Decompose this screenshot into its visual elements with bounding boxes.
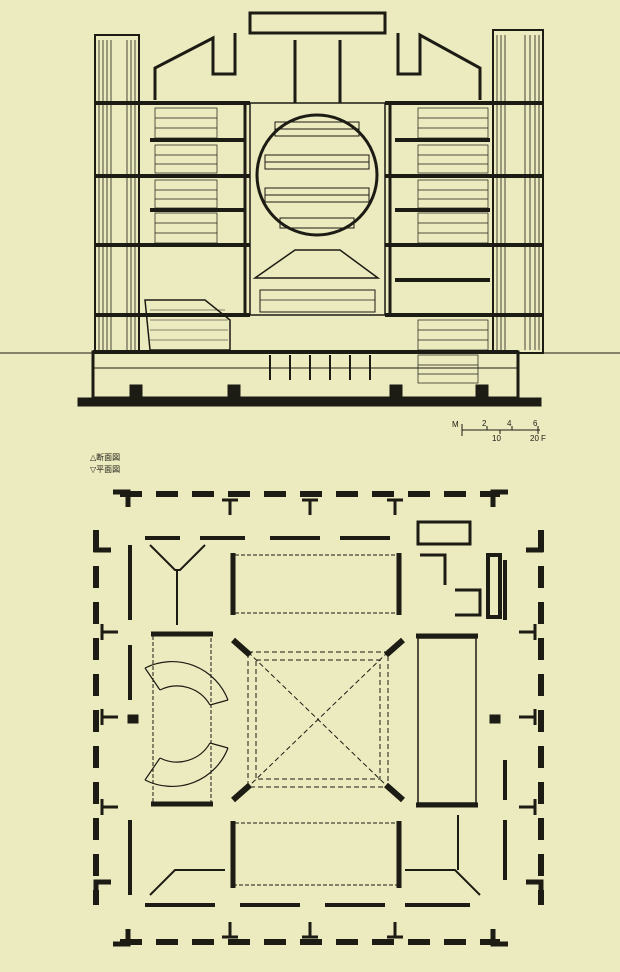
scale-tick-2: 2 <box>482 419 487 428</box>
corner-markers <box>93 489 544 947</box>
service-core <box>416 520 502 619</box>
atrium-lower-shelves <box>252 249 381 279</box>
scale-tick-10: 10 <box>492 434 501 443</box>
central-court <box>247 651 389 788</box>
ground-floor-stair <box>144 299 231 351</box>
scale-tick-6: 6 <box>533 419 538 428</box>
basement-outline <box>91 350 520 400</box>
atrium-circular-opening <box>255 113 379 237</box>
outer-dashed-colonnade <box>93 491 544 945</box>
inner-perimeter-walls <box>128 536 507 907</box>
building-section <box>0 11 620 407</box>
floor-plan <box>93 489 544 947</box>
roof <box>153 11 482 103</box>
plan-label: ▽平面図 <box>90 465 121 474</box>
scale-tick-4: 4 <box>507 419 512 428</box>
scale-unit-f: F <box>541 434 546 443</box>
left-brick-pier <box>94 34 140 354</box>
circular-stair <box>144 661 229 787</box>
scale-bar <box>461 424 540 436</box>
left-bookstacks <box>154 107 218 244</box>
atrium <box>249 102 386 316</box>
right-bookstacks <box>417 107 489 384</box>
right-brick-pier <box>492 29 544 354</box>
scale-tick-20: 20 <box>530 434 539 443</box>
scale-unit-m: M <box>452 420 459 429</box>
section-label: △断面図 <box>90 453 121 462</box>
plan-stack-blocks <box>151 553 478 888</box>
